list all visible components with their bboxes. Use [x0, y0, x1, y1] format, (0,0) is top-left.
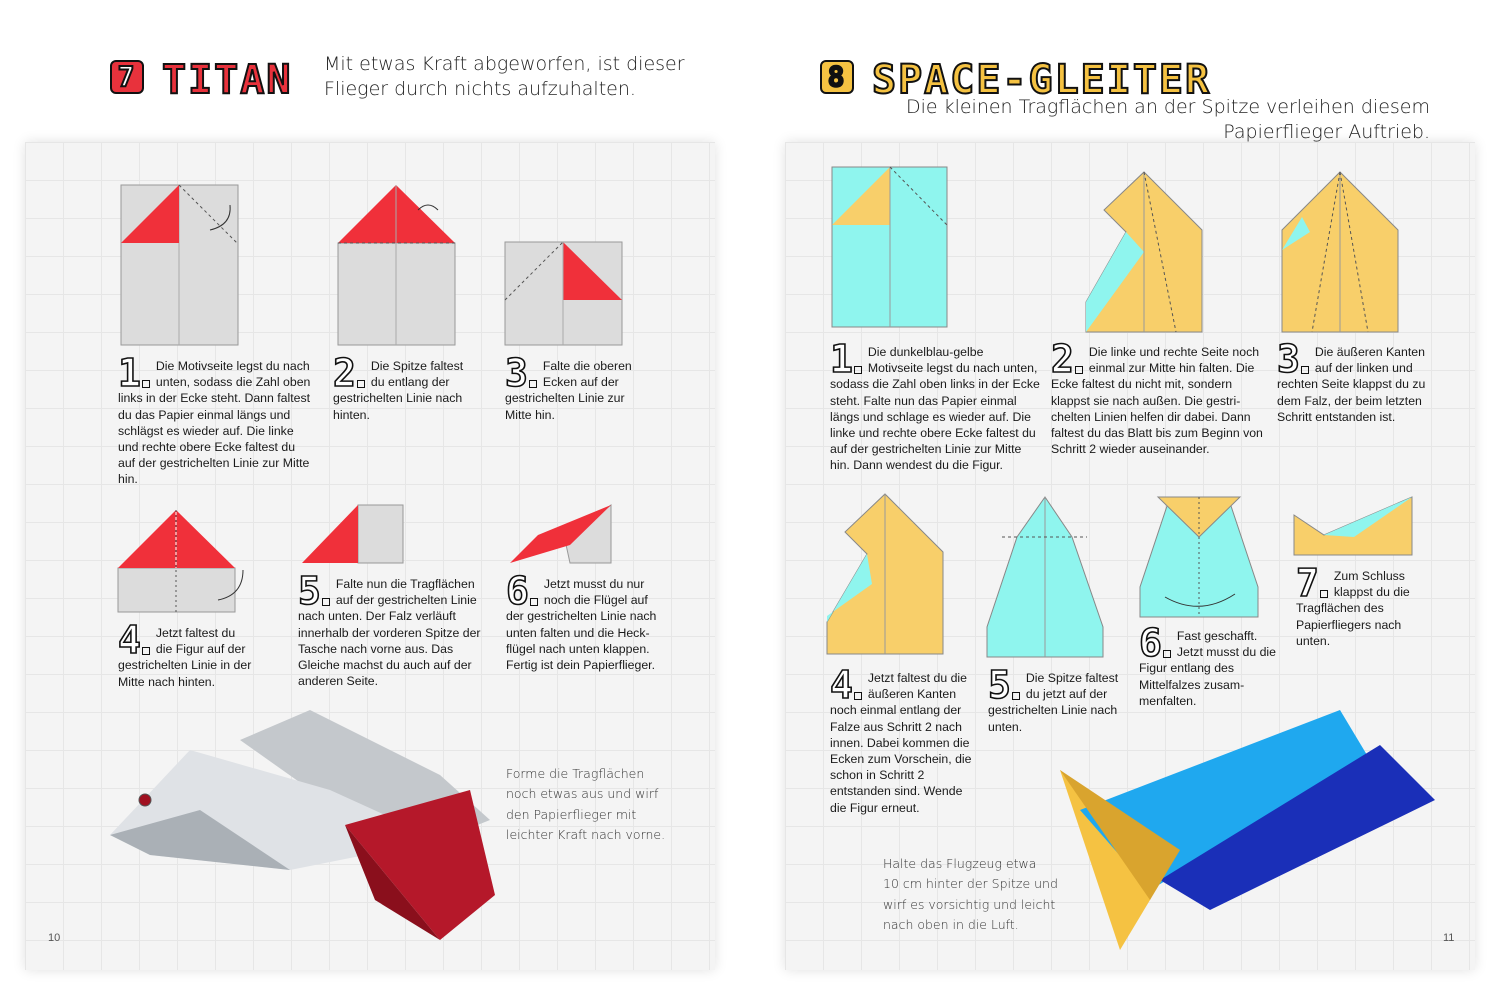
- titan-step-3-diagram: [504, 241, 623, 346]
- titan-step-4-diagram: [117, 510, 244, 613]
- titan-subtitle: Mit etwas Kraft abgeworfen, ist dieser F…: [324, 53, 685, 100]
- space-step-2-diagram: [1085, 171, 1203, 333]
- space-gleiter-caption: Halte das Flugzeug etwa 10 cm hinter der…: [883, 856, 1058, 932]
- titan-step-6-diagram: [510, 503, 612, 564]
- space-step-4-diagram: [826, 493, 944, 655]
- space-step-5-diagram: [986, 496, 1104, 658]
- titan-step-2-diagram: [337, 185, 456, 346]
- titan-plane-photo: [110, 710, 495, 940]
- page-number-right: 11: [1443, 932, 1455, 944]
- space-gleiter-subtitle: Die kleinen Tragflächen an der Spitze ve…: [905, 96, 1430, 143]
- model-number: 7: [110, 60, 144, 94]
- space-step-6-diagram: [1139, 496, 1259, 618]
- page-number-left: 10: [48, 932, 61, 944]
- space-gleiter-plane-photo: [1060, 710, 1435, 950]
- space-step-1-diagram: [831, 166, 948, 328]
- titan-step-5-diagram: [302, 504, 404, 564]
- space-step-7-diagram: [1293, 496, 1413, 556]
- model-number: 8: [820, 60, 854, 94]
- titan-caption: Forme die Tragflächen noch etwas aus und…: [506, 766, 666, 842]
- space-step-3-diagram: [1281, 171, 1399, 333]
- titan-step-1-diagram: [120, 184, 239, 346]
